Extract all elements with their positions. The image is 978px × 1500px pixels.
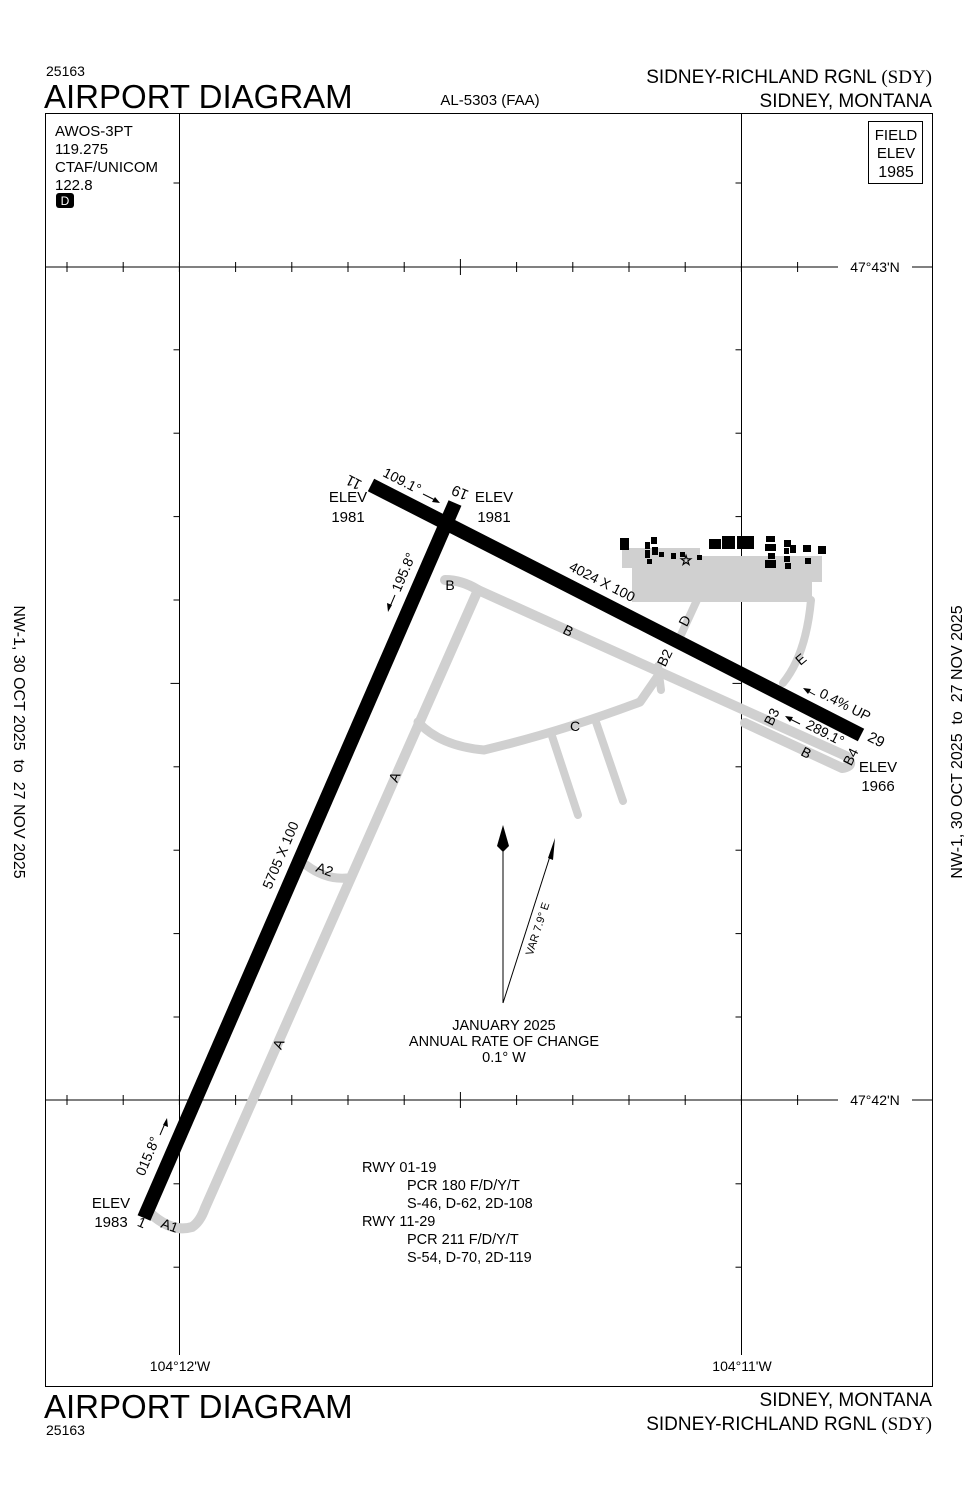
runway-11-29 <box>367 478 865 742</box>
magnetic-north-arrow-icon <box>548 838 555 860</box>
strength-rwy-11-29-pcr: PCR 211 F/D/Y/T <box>407 1232 519 1248</box>
taxiway-network <box>145 575 856 1234</box>
magvar-date: JANUARY 2025 <box>452 1018 555 1034</box>
header-airport-name-text: SIDNEY-RICHLAND RGNL <box>646 67 876 88</box>
footer-city: SIDNEY, MONTANA <box>760 1390 933 1411</box>
heading-015-arrowhead <box>163 1118 168 1127</box>
latitude-label-bottom: 47°42'N <box>850 1092 900 1108</box>
elev-value-rwy01: 1983 <box>94 1214 127 1231</box>
heading-195-arrowhead <box>387 603 392 612</box>
awos-frequency: 119.275 <box>55 141 108 158</box>
footer-airport-name: SIDNEY-RICHLAND RGNL (SDY) <box>646 1414 932 1435</box>
hangar-buildings <box>620 536 826 569</box>
heading-289-arrowhead <box>785 716 793 722</box>
magvar-rate-value: 0.1° W <box>482 1050 526 1066</box>
elev-label-rwy29: ELEV <box>859 759 897 776</box>
part-time-badge-letter: D <box>61 194 70 208</box>
latitude-label-top: 47°43'N <box>850 259 900 275</box>
gradient-arrowhead <box>803 688 811 694</box>
field-elev-line1: FIELD <box>875 127 918 144</box>
taxiway-label-a1: A1 <box>159 1215 181 1236</box>
part-time-badge <box>56 193 74 208</box>
runway-end-01: 1 <box>135 1214 149 1232</box>
taxiway-label-c: C <box>570 718 580 734</box>
runway-end-29: 29 <box>865 729 888 752</box>
runway-01-19 <box>137 500 462 1221</box>
elev-label-rwy01: ELEV <box>92 1195 130 1212</box>
runway-end-11: 11 <box>343 471 365 493</box>
header-chart-id: 25163 <box>46 63 85 79</box>
footer-airport-name-text: SIDNEY-RICHLAND RGNL <box>646 1414 876 1435</box>
footer-title: AIRPORT DIAGRAM <box>44 1388 353 1425</box>
magnetic-variation: VAR 7.9° E <box>524 901 552 957</box>
elev-value-rwy29: 1966 <box>861 778 894 795</box>
runway-end-19: 19 <box>449 481 471 503</box>
magvar-rate-label: ANNUAL RATE OF CHANGE <box>409 1034 599 1050</box>
taxiway-c-path <box>413 671 663 755</box>
header-procedure-number: AL-5303 (FAA) <box>440 92 539 109</box>
beacon-icon: ☆ <box>680 553 693 569</box>
taxiway-e-path <box>779 596 815 687</box>
heading-109-arrowhead <box>432 497 440 503</box>
elev-value-rwy11: 1981 <box>331 509 364 526</box>
awos-label: AWOS-3PT <box>55 123 133 140</box>
strength-rwy-01-19-weights: S-46, D-62, 2D-108 <box>407 1196 533 1212</box>
elev-value-rwy19: 1981 <box>477 509 510 526</box>
magnetic-north-line <box>502 849 553 1004</box>
longitude-label-right: 104°11'W <box>712 1358 772 1374</box>
taxiway-label-b3: B3 <box>761 705 783 728</box>
strength-rwy-11-29-label: RWY 11-29 <box>362 1214 435 1230</box>
header-title: AIRPORT DIAGRAM <box>44 78 353 115</box>
strength-rwy-11-29-weights: S-54, D-70, 2D-119 <box>407 1250 532 1266</box>
footer-chart-id: 25163 <box>46 1422 85 1438</box>
ctaf-label: CTAF/UNICOM <box>55 159 158 176</box>
taxiway-a-path <box>145 585 483 1234</box>
taxiway-b-path <box>440 575 856 773</box>
strength-rwy-01-19-pcr: PCR 180 F/D/Y/T <box>407 1178 520 1194</box>
field-elev-line2: ELEV <box>877 145 915 162</box>
header-city: SIDNEY, MONTANA <box>760 91 933 112</box>
taxiway-b2-path <box>654 662 665 694</box>
latitude-ticks <box>66 259 799 1108</box>
taxiway-c-stub-west <box>548 732 582 819</box>
longitude-label-left: 104°12'W <box>150 1358 211 1374</box>
apron-area <box>622 548 822 602</box>
taxiway-a2-path <box>301 860 352 883</box>
taxiway-label-b4: B4 <box>840 745 862 768</box>
validity-dates-right: NW-1, 30 OCT 2025 to 27 NOV 2025 <box>949 605 966 878</box>
diagram-frame <box>45 113 933 1387</box>
taxiway-label-b-west: B <box>445 577 454 593</box>
validity-dates-left: NW-1, 30 OCT 2025 to 27 NOV 2025 <box>10 605 27 878</box>
longitude-ticks <box>170 182 742 1268</box>
ctaf-frequency: 122.8 <box>55 177 93 194</box>
taxiway-c-stub-east <box>592 718 627 805</box>
field-elevation-value: 1985 <box>878 164 914 181</box>
field-elevation-box <box>868 121 923 184</box>
taxiway-label-b2: B2 <box>654 646 676 669</box>
header-airport-id: (SDY) <box>881 67 932 88</box>
elev-label-rwy11: ELEV <box>329 489 367 506</box>
elev-label-rwy19: ELEV <box>475 489 513 506</box>
header-airport-name: SIDNEY-RICHLAND RGNL (SDY) <box>646 67 932 88</box>
footer-airport-id: (SDY) <box>881 1414 932 1435</box>
true-north-arrow-icon <box>497 825 509 852</box>
taxiway-label-a2: A2 <box>314 859 336 880</box>
strength-rwy-01-19-label: RWY 01-19 <box>362 1160 436 1176</box>
taxiway-d-path <box>676 596 701 641</box>
